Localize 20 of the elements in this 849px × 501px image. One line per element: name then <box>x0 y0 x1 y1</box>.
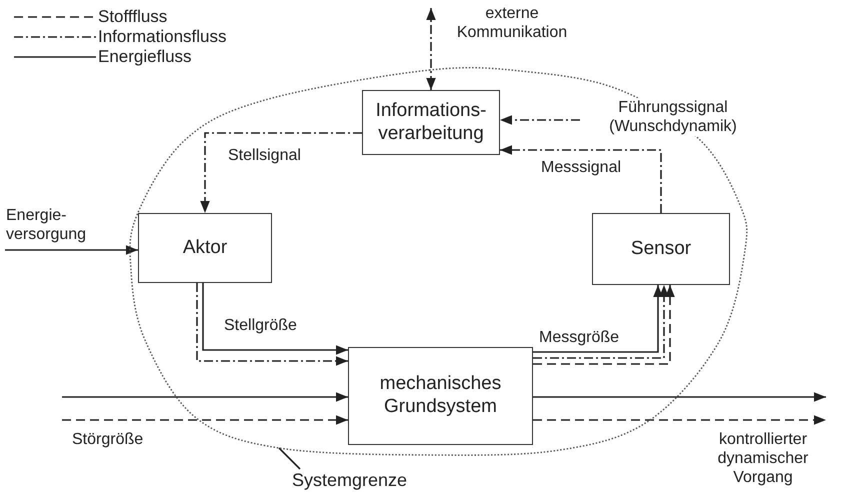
arrow <box>62 392 348 402</box>
legend-label: Informationsfluss <box>98 28 226 45</box>
arrow <box>426 8 436 90</box>
legend-label: Stofffluss <box>98 8 168 25</box>
process-box: Aktor <box>138 213 272 283</box>
arrow <box>200 132 362 213</box>
legend-label: Energiefluss <box>98 48 192 65</box>
process-box: Informations- verarbeitung <box>362 90 500 155</box>
arrow <box>500 115 580 125</box>
arrow <box>533 392 826 402</box>
process-box: Sensor <box>592 213 730 285</box>
arrow <box>196 283 348 366</box>
boundary-label: Systemgrenze <box>292 470 408 492</box>
arrow <box>5 245 138 255</box>
arrow <box>62 415 348 425</box>
arrow <box>202 283 348 355</box>
arrow <box>500 145 662 213</box>
process-box: mechanisches Grundsystem <box>348 347 533 445</box>
leader-line <box>278 447 301 470</box>
arrow <box>533 415 826 425</box>
